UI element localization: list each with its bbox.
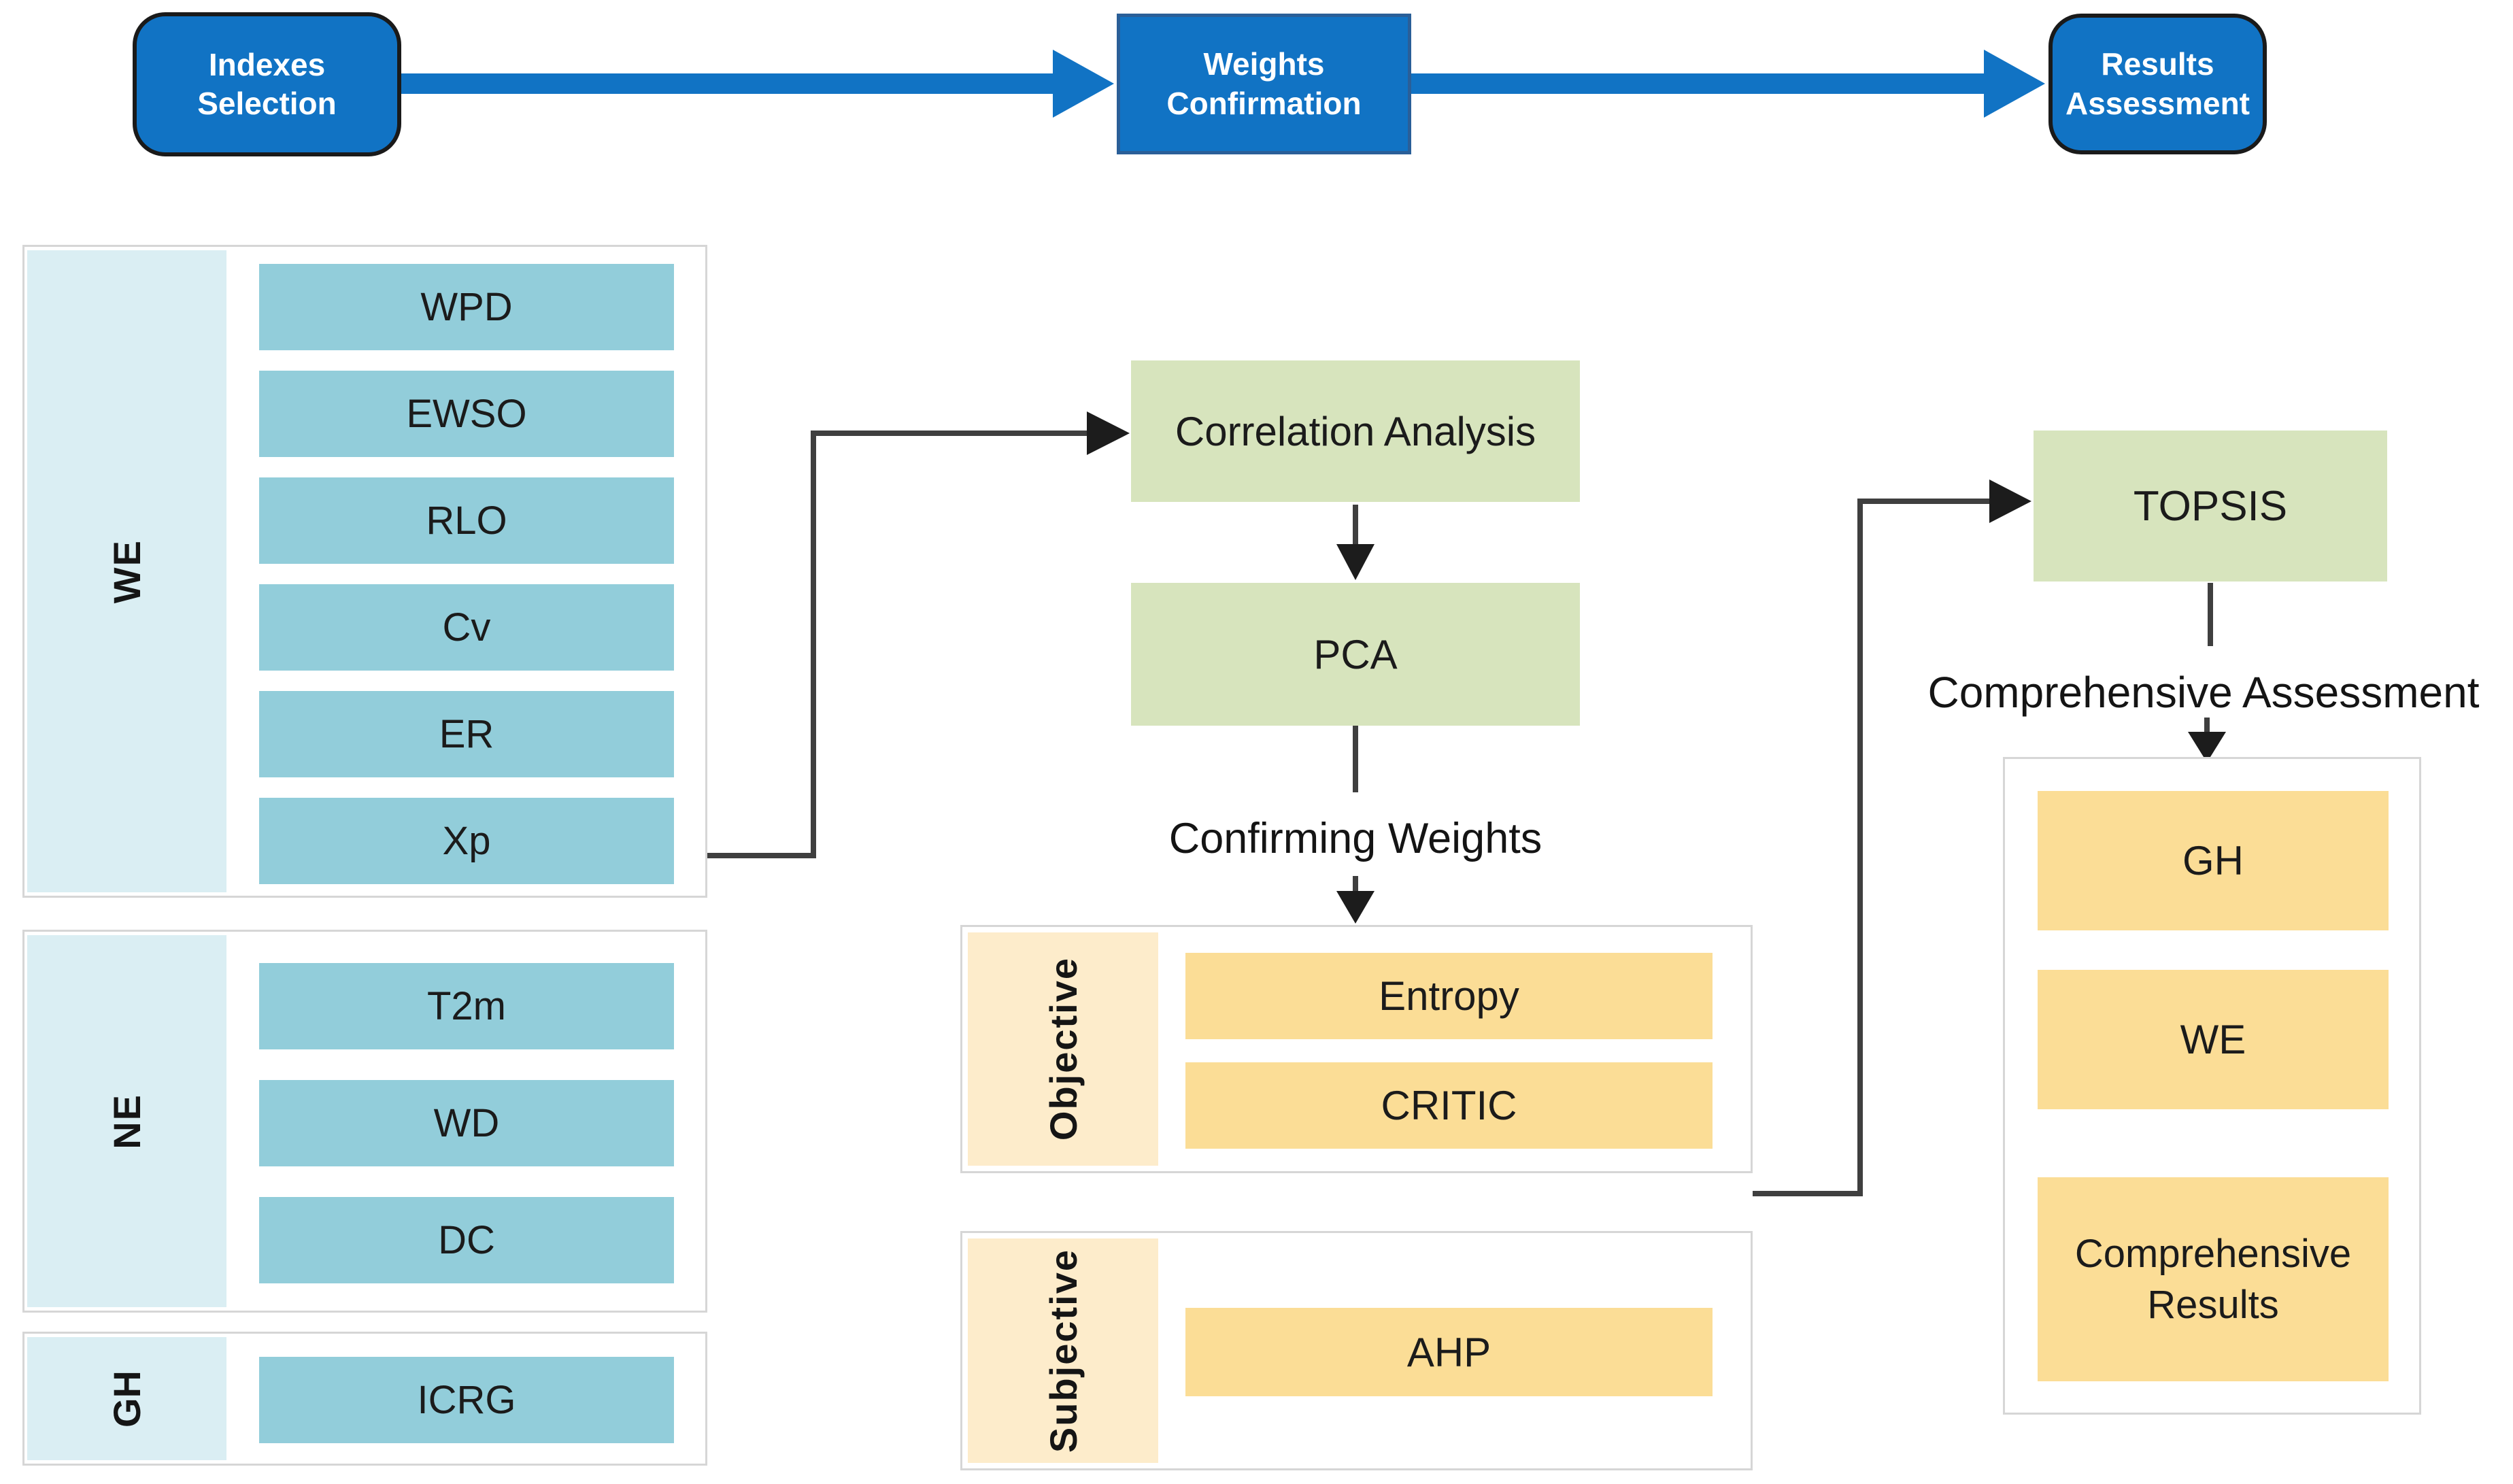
phase-arrow-1	[401, 50, 1114, 118]
index-item-t2m: T2m	[259, 963, 674, 1049]
objective-label: Objective	[1041, 957, 1085, 1141]
index-item-label: DC	[438, 1218, 495, 1262]
connector-correlation-to-pca	[1336, 505, 1374, 580]
result-item-label: Comprehensive Results	[2074, 1231, 2352, 1327]
correlation-analysis-box: Correlation Analysis	[1131, 360, 1580, 502]
result-item-comprehensive-results: Comprehensive Results	[2038, 1177, 2389, 1381]
index-group-gh-label: GH	[105, 1370, 148, 1428]
index-item-label: ICRG	[417, 1378, 516, 1422]
index-item-wpd: WPD	[259, 264, 674, 350]
results-panel: GH WE Comprehensive Results	[2003, 757, 2421, 1415]
index-item-cv: Cv	[259, 584, 674, 671]
index-group-we-panel: WE WPD EWSO RLO Cv ER Xp	[22, 245, 707, 898]
entropy-label: Entropy	[1379, 973, 1519, 1019]
index-item-dc: DC	[259, 1197, 674, 1283]
critic-label: CRITIC	[1381, 1083, 1517, 1128]
phase-label: Results Assessment	[2065, 46, 2250, 121]
index-item-label: T2m	[427, 984, 506, 1028]
result-item-gh: GH	[2038, 791, 2389, 930]
index-group-we-label: WE	[105, 539, 148, 604]
pca-box: PCA	[1131, 583, 1580, 726]
connector-weights-to-topsis	[1753, 479, 2031, 1196]
ahp-label: AHP	[1406, 1329, 1491, 1375]
index-item-label: Xp	[442, 819, 491, 863]
index-item-label: WD	[433, 1101, 500, 1145]
index-item-label: ER	[439, 712, 494, 756]
index-group-gh-header: GH	[27, 1337, 226, 1460]
index-item-ewso: EWSO	[259, 371, 674, 457]
connector-indexes-to-correlation	[707, 411, 1130, 858]
index-item-label: RLO	[426, 499, 507, 543]
phase-label: Weights Confirmation	[1166, 46, 1362, 121]
connector-label-to-objective	[1336, 876, 1374, 924]
objective-panel: Objective Entropy CRITIC	[960, 925, 1753, 1173]
objective-header: Objective	[968, 932, 1158, 1166]
pca-label: PCA	[1313, 631, 1398, 677]
phase-weights-confirmation: Weights Confirmation	[1117, 14, 1411, 154]
index-item-wd: WD	[259, 1080, 674, 1166]
index-item-label: Cv	[442, 605, 491, 650]
phase-label: Indexes Selection	[197, 46, 337, 122]
index-item-icrg: ICRG	[259, 1357, 674, 1443]
topsis-box: TOPSIS	[2034, 431, 2387, 581]
index-item-label: EWSO	[406, 392, 527, 436]
comprehensive-assessment-label: Comprehensive Assessment	[1894, 658, 2513, 726]
confirming-weights-text: Confirming Weights	[1168, 815, 1542, 862]
phase-indexes-selection: Indexes Selection	[133, 12, 401, 156]
index-group-ne-panel: NE T2m WD DC	[22, 930, 707, 1313]
index-group-ne-header: NE	[27, 935, 226, 1307]
topsis-label: TOPSIS	[2133, 482, 2288, 530]
result-item-we: WE	[2038, 970, 2389, 1109]
index-group-we-header: WE	[27, 250, 226, 892]
index-item-er: ER	[259, 691, 674, 777]
result-item-label: WE	[2180, 1017, 2246, 1062]
index-group-gh-panel: GH ICRG	[22, 1332, 707, 1466]
phase-results-assessment: Results Assessment	[2048, 14, 2267, 154]
comprehensive-assessment-text: Comprehensive Assessment	[1927, 668, 2480, 717]
phase-arrow-2	[1411, 50, 2045, 118]
subjective-panel: Subjective AHP	[960, 1231, 1753, 1470]
index-group-ne-label: NE	[105, 1093, 148, 1149]
subjective-header: Subjective	[968, 1238, 1158, 1463]
subjective-label: Subjective	[1041, 1248, 1085, 1453]
ahp-box: AHP	[1185, 1308, 1713, 1396]
correlation-analysis-label: Correlation Analysis	[1175, 408, 1536, 454]
index-item-rlo: RLO	[259, 477, 674, 564]
index-item-xp: Xp	[259, 798, 674, 884]
index-item-label: WPD	[420, 285, 513, 329]
critic-box: CRITIC	[1185, 1062, 1713, 1149]
result-item-label: GH	[2182, 838, 2244, 883]
confirming-weights-label: Confirming Weights	[1049, 805, 1662, 873]
entropy-box: Entropy	[1185, 953, 1713, 1039]
